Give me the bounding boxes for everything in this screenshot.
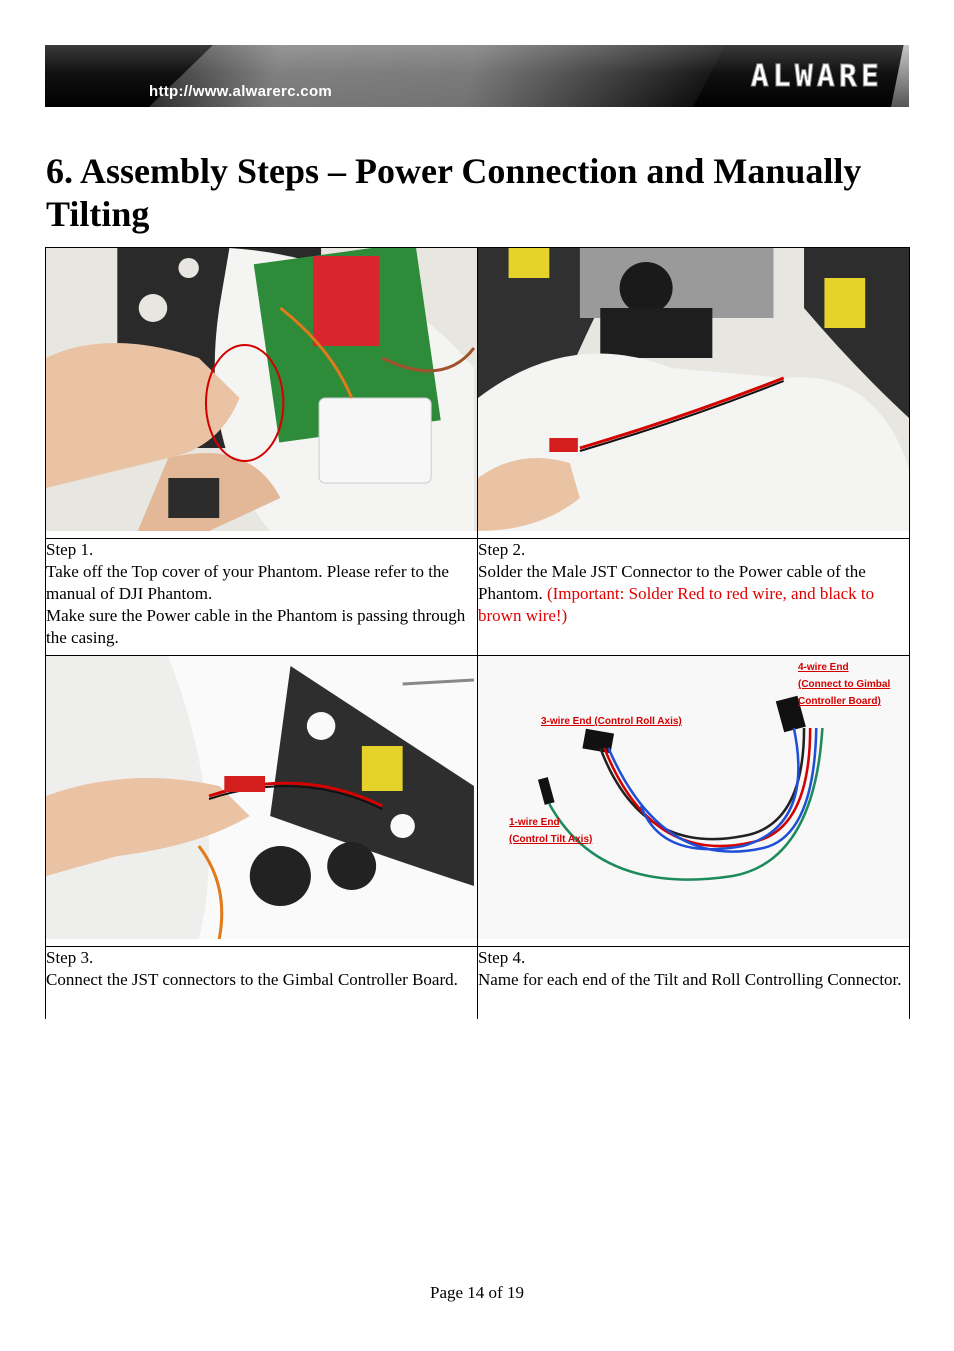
photo-cell-step-2: [477, 247, 910, 539]
banner-sheen: [149, 45, 725, 107]
four-wire-label: 4-wire End (Connect to Gimbal Controller…: [798, 659, 890, 710]
photo-cell-step-4: 4-wire End (Connect to Gimbal Controller…: [477, 655, 910, 947]
step-3-label: Step 3.: [46, 948, 94, 967]
photo-step-1: [46, 248, 477, 531]
text-cell-step-4: Step 4. Name for each end of the Tilt an…: [477, 946, 910, 1019]
banner-corner: [891, 45, 909, 107]
section-title: 6. Assembly Steps – Power Connection and…: [46, 151, 862, 234]
step-2-body: Solder the Male JST Connector to the Pow…: [478, 561, 909, 627]
step-3-line-1: Connect the JST connectors to the Gimbal…: [46, 970, 458, 989]
header-banner: http://www.alwarerc.com ALWARE: [45, 45, 909, 107]
step-2-important-note: (Important: Solder Red to red wire, and …: [478, 584, 875, 625]
photo-cell-step-3: [45, 655, 478, 947]
four-wire-title: 4-wire End: [798, 662, 849, 673]
photo-step-4: 4-wire End (Connect to Gimbal Controller…: [478, 656, 909, 939]
step-4-label: Step 4.: [478, 948, 526, 967]
steps-table: Step 1. Take off the Top cover of your P…: [45, 247, 910, 1019]
one-wire-note: (Control Tilt Axis): [509, 834, 593, 845]
brand-logo: ALWARE: [750, 59, 883, 95]
photo-cell-step-1: [45, 247, 478, 539]
text-cell-step-3: Step 3. Connect the JST connectors to th…: [45, 946, 478, 1019]
text-cell-step-1: Step 1. Take off the Top cover of your P…: [45, 538, 478, 656]
four-wire-note-1: (Connect to Gimbal: [798, 679, 891, 690]
step-1-line-2: Make sure the Power cable in the Phantom…: [46, 606, 466, 647]
three-wire-label: 3-wire End (Control Roll Axis): [541, 716, 682, 727]
website-url[interactable]: http://www.alwarerc.com: [149, 83, 333, 100]
one-wire-title: 1-wire End: [509, 817, 560, 828]
text-cell-step-2: Step 2. Solder the Male JST Connector to…: [477, 538, 910, 656]
photo-step-2: [478, 248, 909, 531]
step-1-label: Step 1.: [46, 540, 94, 559]
step-2-text: Solder the Male JST Connector to the Pow…: [478, 562, 866, 603]
page-number: Page 14 of 19: [430, 1283, 524, 1302]
step-2-label: Step 2.: [478, 540, 526, 559]
photo-step-3: [46, 656, 477, 939]
four-wire-note-2: Controller Board): [798, 696, 881, 707]
one-wire-label: 1-wire End (Control Tilt Axis): [509, 814, 592, 848]
step-1-line-1: Take off the Top cover of your Phantom. …: [46, 562, 449, 603]
step-4-line-1: Name for each end of the Tilt and Roll C…: [478, 970, 902, 989]
